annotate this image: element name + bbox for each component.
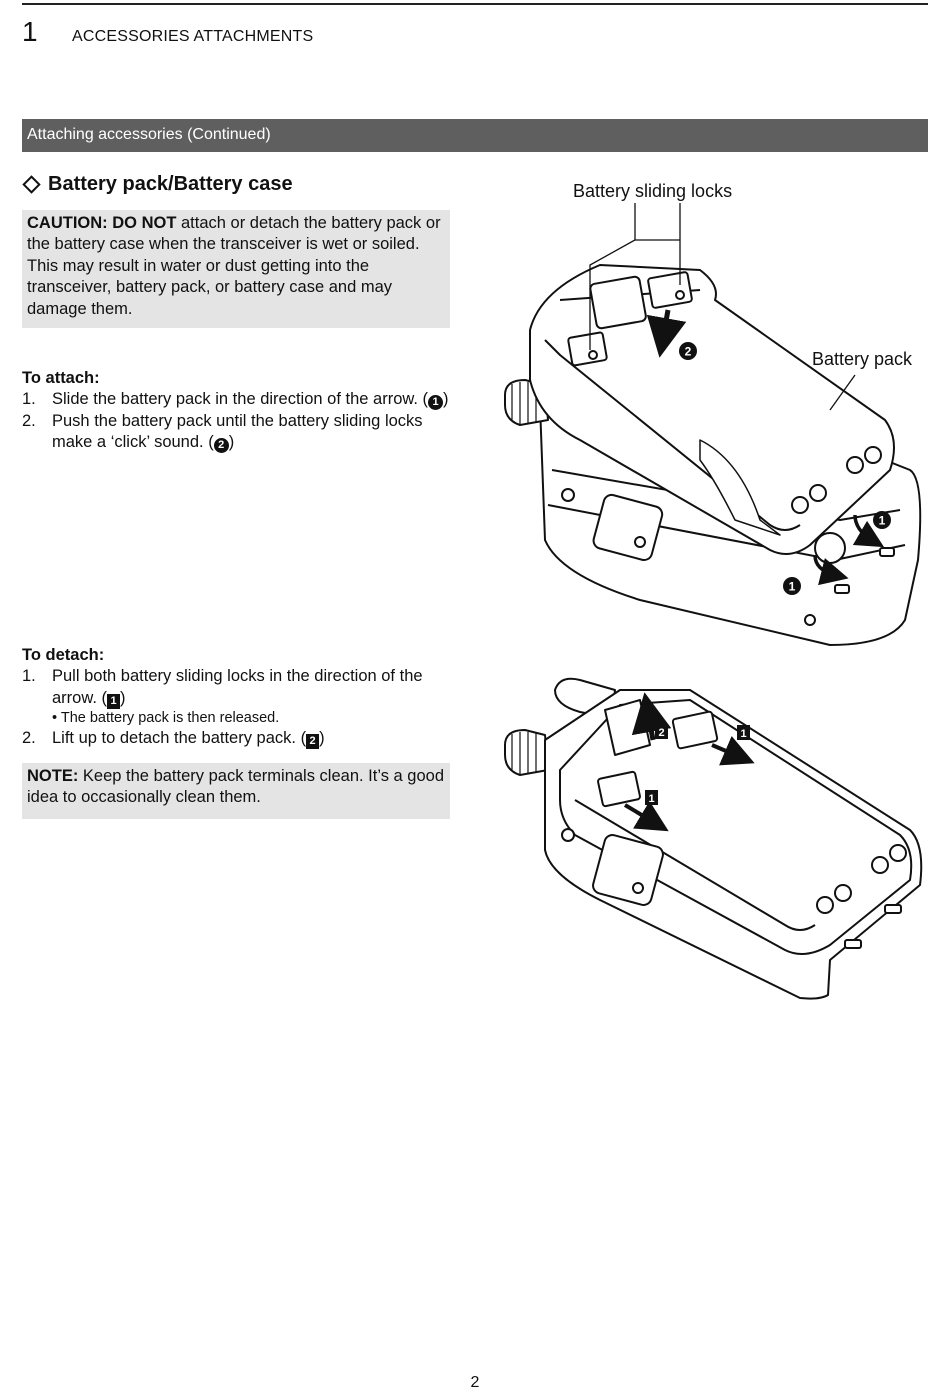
caution-box: CAUTION: DO NOT attach or detach the bat… bbox=[22, 210, 450, 328]
attach-marker-1b: 1 bbox=[783, 577, 801, 595]
step-text: Pull both battery sliding locks in the d… bbox=[52, 667, 423, 707]
attach-illustration bbox=[504, 264, 922, 646]
label-battery-sliding-locks: Battery sliding locks bbox=[573, 181, 732, 201]
attach-marker-1a: 1 bbox=[873, 511, 891, 529]
step-number: 1. bbox=[22, 390, 36, 409]
step-close: ) bbox=[228, 433, 235, 452]
detach-sub-note: • The battery pack is then released. bbox=[52, 710, 280, 727]
note-text: Keep the battery pack terminals clean. I… bbox=[27, 767, 445, 807]
detach-marker-1a: 1 bbox=[737, 725, 750, 740]
attach-heading: To attach: bbox=[22, 369, 100, 387]
chapter-title: ACCESSORIES ATTACHMENTS bbox=[72, 28, 314, 45]
marker-2-icon: 2 bbox=[213, 438, 229, 454]
subsection-title: Battery pack/Battery case bbox=[48, 173, 293, 195]
marker-1-icon: 1 bbox=[428, 395, 444, 411]
chapter-number: 1 bbox=[22, 16, 38, 47]
attach-marker-2: 2 bbox=[679, 342, 697, 360]
note-label: NOTE: bbox=[27, 767, 79, 785]
section-bar-title: Attaching accessories (Continued) bbox=[27, 126, 271, 143]
attach-step: 1. Slide the battery pack in the directi… bbox=[22, 389, 462, 411]
step-text: Slide the battery pack in the direction … bbox=[52, 390, 429, 409]
attach-callouts bbox=[589, 203, 856, 411]
detach-step: 2. Lift up to detach the battery pack. (… bbox=[22, 728, 462, 750]
svg-text:2: 2 bbox=[685, 345, 692, 359]
step-close: ) bbox=[120, 688, 126, 707]
caution-label: CAUTION: DO NOT bbox=[27, 214, 177, 232]
detach-step: 1. Pull both battery sliding locks in th… bbox=[22, 666, 462, 709]
header-rule bbox=[22, 3, 928, 5]
svg-text:1: 1 bbox=[648, 793, 654, 805]
detach-heading: To detach: bbox=[22, 646, 105, 664]
detach-marker-2: 2 bbox=[655, 724, 668, 739]
attach-section: To attach: 1. Slide the battery pack in … bbox=[22, 368, 462, 454]
note-box: NOTE: Keep the battery pack terminals cl… bbox=[22, 763, 450, 819]
caution-text: attach or detach the battery pack or the… bbox=[27, 214, 441, 318]
step-number: 1. bbox=[22, 667, 36, 686]
step-text: Push the battery pack until the battery … bbox=[52, 411, 423, 452]
subsection-heading: Battery pack/Battery case bbox=[22, 173, 293, 196]
step-number: 2. bbox=[22, 729, 36, 748]
detach-illustration bbox=[504, 677, 923, 1000]
page-number: 2 bbox=[470, 1374, 480, 1391]
svg-text:1: 1 bbox=[789, 580, 796, 594]
attach-step: 2. Push the battery pack until the batte… bbox=[22, 411, 462, 454]
marker-1-icon: 1 bbox=[107, 693, 121, 709]
section-bar: Attaching accessories (Continued) bbox=[22, 119, 928, 152]
detach-section: To detach: 1. Pull both battery sliding … bbox=[22, 645, 462, 750]
step-close: ) bbox=[319, 729, 325, 748]
attach-arrows bbox=[646, 309, 885, 586]
svg-text:1: 1 bbox=[879, 514, 886, 528]
step-close: ) bbox=[443, 390, 449, 409]
svg-text:1: 1 bbox=[740, 728, 746, 740]
detach-arrows bbox=[623, 692, 755, 832]
step-number: 2. bbox=[22, 411, 36, 430]
detach-marker-1b: 1 bbox=[645, 790, 658, 805]
svg-text:2: 2 bbox=[658, 727, 664, 739]
step-text: Lift up to detach the battery pack. ( bbox=[52, 729, 307, 748]
marker-2-icon: 2 bbox=[306, 734, 320, 750]
label-battery-pack: Battery pack bbox=[812, 349, 913, 369]
